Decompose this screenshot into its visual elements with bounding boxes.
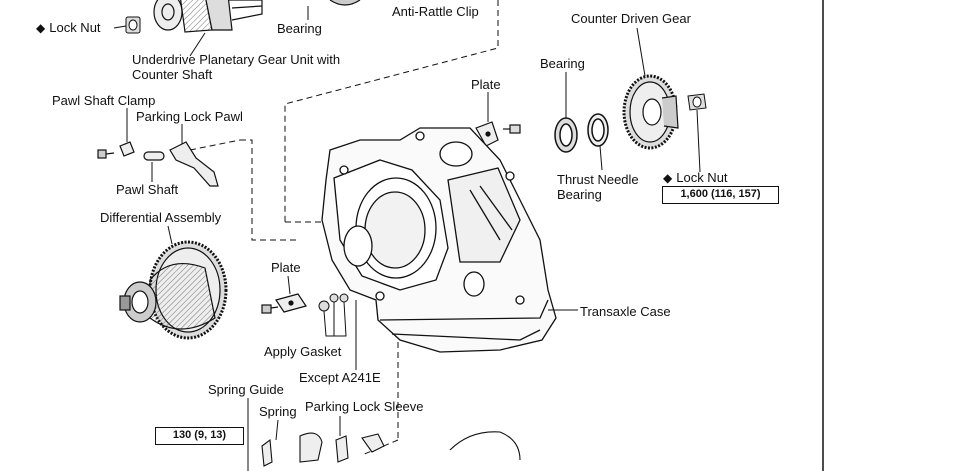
label-bearing-right: Bearing [540,56,585,71]
leader-lock-nut-left [113,25,127,29]
label-lock-nut-right: ◆Lock Nut [663,170,728,185]
apply-gasket-parts [318,293,349,312]
leader-lock-nut-right [696,109,701,173]
diamond-marker: ◆ [663,171,673,185]
label-transaxle-case: Transaxle Case [580,304,671,319]
leader-counter-driven-gear [636,27,646,77]
transaxle-case-part [321,127,557,353]
label-except-a241e: Except A241E [299,370,381,385]
leader-spring [275,419,279,441]
lock-nut-right-part [687,93,707,111]
underdrive-gear-unit [153,0,263,33]
torque-spec-lock-nut-right: 1,600 (116, 157) [662,186,779,204]
label-thrust-needle-line2: Bearing [557,187,602,202]
label-lock-nut-left: ◆Lock Nut [36,20,101,35]
bearing-right-part [554,117,578,153]
label-pawl-shaft-clamp: Pawl Shaft Clamp [52,93,156,108]
label-underdrive-line1: Underdrive Planetary Gear Unit with [132,52,341,67]
leader-apply-gasket [323,301,347,337]
label-spring: Spring [259,404,297,419]
label-plate-top: Plate [471,77,501,92]
thrust-needle-bearing-part [587,113,609,147]
counter-driven-gear-part [622,74,679,150]
label-counter-driven-gear: Counter Driven Gear [571,11,691,26]
plate-lower-part [261,293,307,314]
top-bearing-part [329,0,361,6]
label-parking-lock-sleeve: Parking Lock Sleeve [305,399,424,414]
label-plate-lower: Plate [271,260,301,275]
label-apply-gasket: Apply Gasket [264,344,342,359]
leader-plate-lower [287,275,291,295]
differential-assembly-part [119,240,228,340]
label-spring-guide: Spring Guide [208,382,284,397]
label-parking-lock-pawl: Parking Lock Pawl [136,109,243,124]
lock-nut-left-part [125,16,141,34]
leader-differential [167,225,173,245]
leader-thrust-needle [599,145,603,171]
label-anti-rattle-clip: Anti-Rattle Clip [392,4,479,19]
leader-underdrive [189,32,206,57]
label-pawl-shaft: Pawl Shaft [116,182,179,197]
pawl-parts [97,141,219,187]
diamond-marker: ◆ [36,21,46,35]
label-thrust-needle-line1: Thrust Needle [557,172,639,187]
label-underdrive-line2: Counter Shaft [132,67,213,82]
label-bearing-top: Bearing [277,21,322,36]
assembly-dash-lines [189,0,499,456]
parking-lock-parts [261,431,521,467]
plate-top-part [475,121,521,147]
torque-spec-spring-guide: 130 (9, 13) [155,427,244,445]
label-differential-assembly: Differential Assembly [100,210,222,225]
